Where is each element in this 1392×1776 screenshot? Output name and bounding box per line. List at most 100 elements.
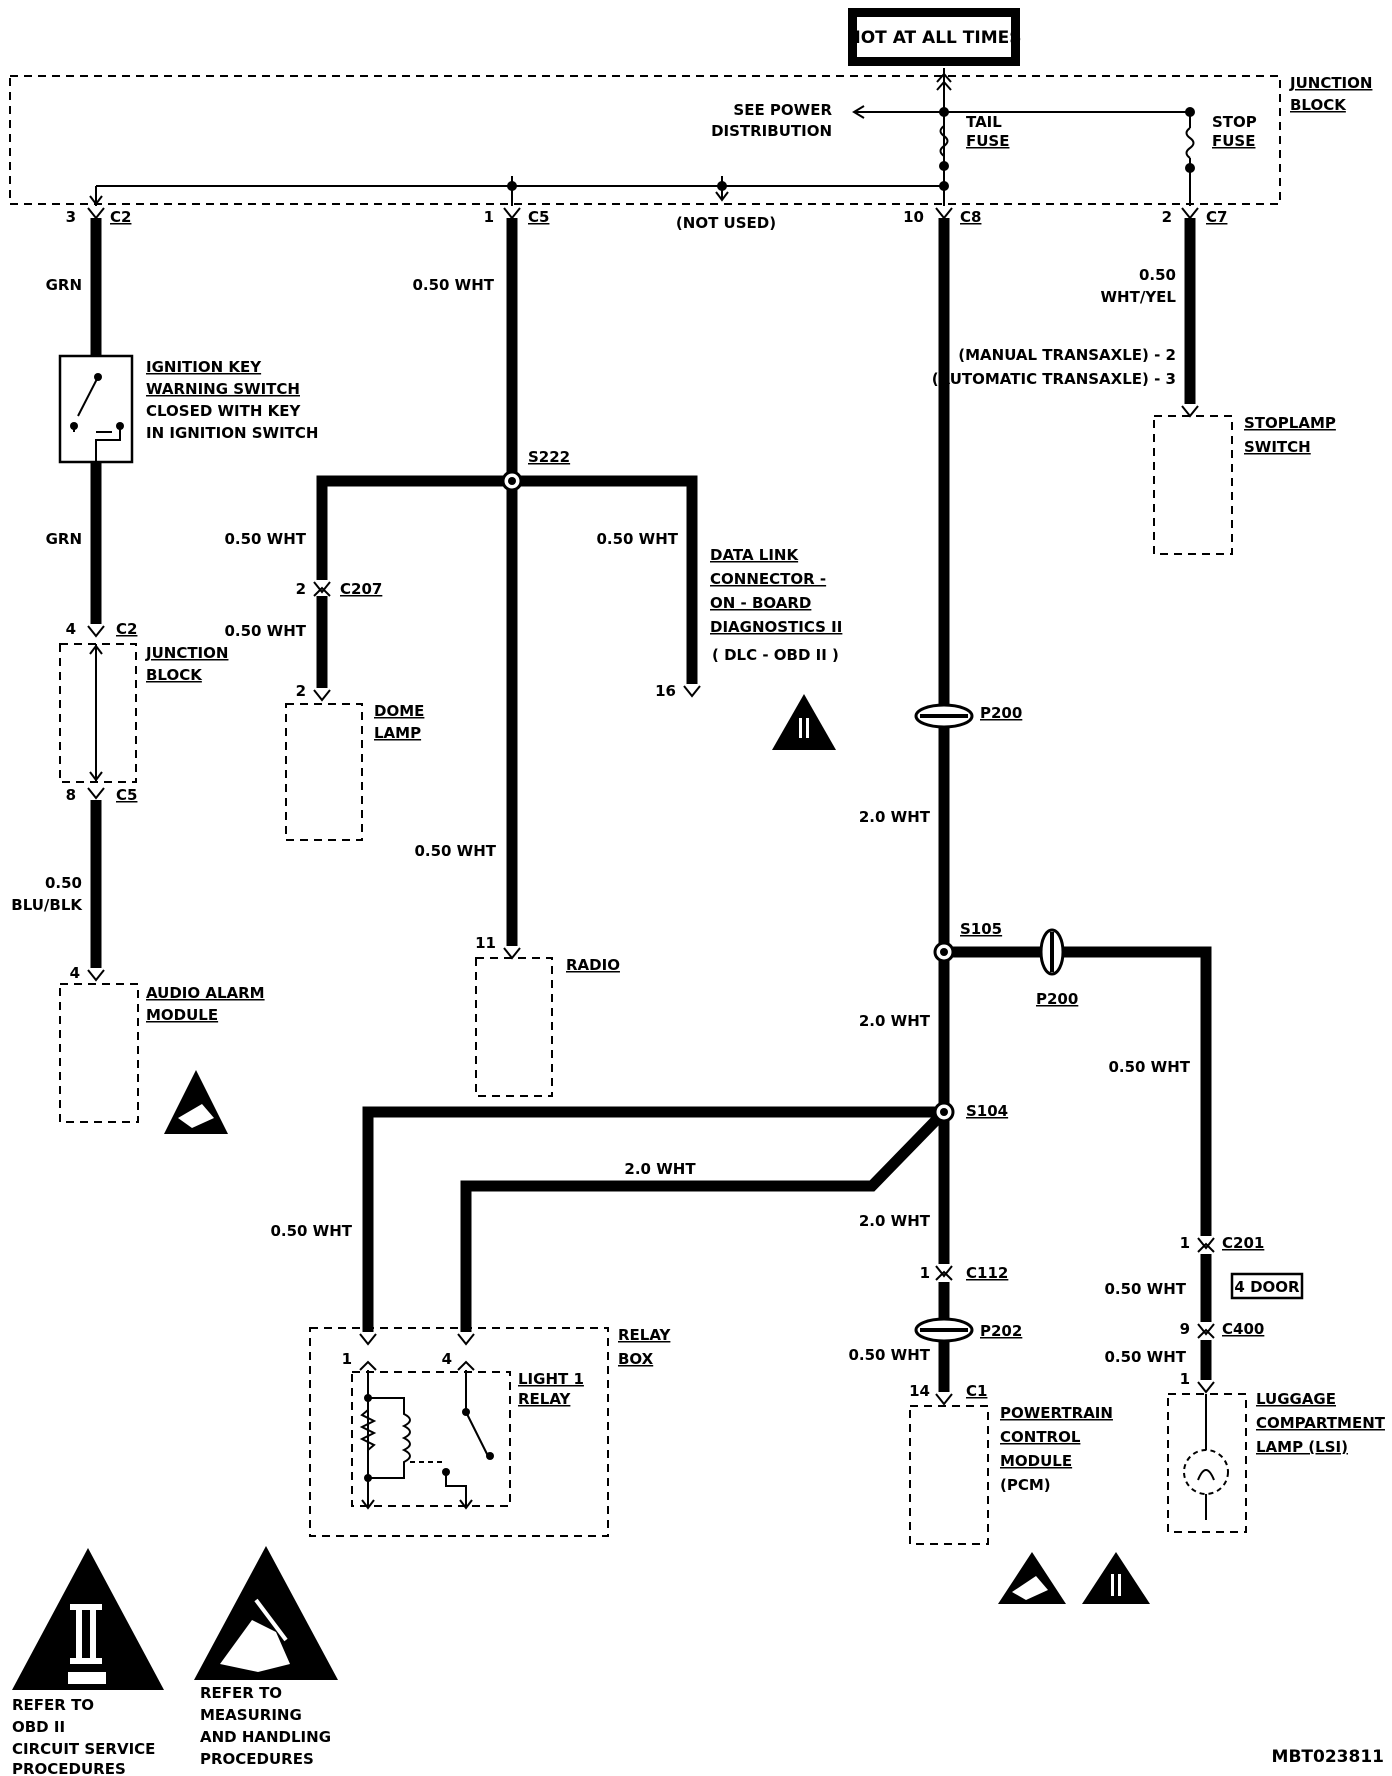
obd-legend-4: PROCEDURES [12, 1760, 126, 1776]
relay-box-label-2: BOX [618, 1350, 654, 1368]
c2-jb-name: C2 [116, 620, 137, 638]
c2-jb-connector [87, 625, 105, 638]
esd-legend-3: AND HANDLING [200, 1728, 331, 1746]
tail-fuse-symbol [939, 125, 949, 157]
dome-pin: 2 [296, 682, 306, 700]
stoplamp-switch [1153, 415, 1233, 555]
wire-dome-label-1: 0.50 WHT [224, 530, 306, 548]
wire-pcm-label: 0.50 WHT [848, 1346, 930, 1364]
jb-mid-arrow-bot [89, 771, 103, 782]
power-label-1: SEE POWER [733, 101, 832, 119]
alarm-connector [87, 969, 105, 982]
figure-id: MBT023811 [1272, 1747, 1384, 1767]
dlc-label-4: DIAGNOSTICS II [710, 618, 842, 636]
c201-name: C201 [1222, 1234, 1264, 1252]
alarm-label-2: MODULE [146, 1006, 218, 1024]
c207-name: C207 [340, 580, 382, 598]
c7-top-pin: 2 [1162, 208, 1172, 226]
tail-fuse-dot [939, 161, 949, 171]
obd-legend-2: OBD II [12, 1718, 65, 1736]
c207-pin: 2 [296, 580, 306, 598]
c400-name: C400 [1222, 1320, 1264, 1338]
relay-switch-out [445, 1472, 467, 1506]
pcm-label-2: CONTROL [1000, 1428, 1081, 1446]
wire-20-b-label: 2.0 WHT [859, 1012, 931, 1030]
relay-box-label-1: RELAY [618, 1326, 672, 1344]
dome-lamp [285, 703, 363, 841]
c112-name: C112 [966, 1264, 1008, 1282]
esd-legend-hand [220, 1620, 290, 1672]
ignition-switch-arm [77, 376, 99, 417]
obd-icon-pcm [1082, 1552, 1150, 1604]
light-relay [351, 1371, 511, 1507]
c7-top-name: C7 [1206, 208, 1227, 226]
obd-legend-icon [12, 1548, 164, 1690]
dome-label-2: LAMP [374, 724, 421, 742]
c5-top-connector [503, 207, 521, 220]
tail-fuse-line2: FUSE [966, 132, 1009, 150]
not-used-arrow [715, 191, 729, 202]
c5-jb-pin: 8 [66, 786, 76, 804]
stop-fuse-symbol [1185, 127, 1195, 159]
feed-arrow [936, 72, 952, 83]
bus-dot-1 [939, 107, 949, 117]
p202-label: P202 [980, 1322, 1022, 1340]
relay-pin1: 1 [342, 1350, 352, 1368]
esd-icon-alarm-hand [178, 1104, 214, 1128]
obd-legend-top [70, 1604, 102, 1610]
transaxle-manual: (MANUAL TRANSAXLE) - 2 [958, 346, 1176, 364]
wire-lsi-label-2: 0.50 WHT [1104, 1280, 1186, 1298]
relay-switch-dot-right [486, 1452, 494, 1460]
tail-fuse-line1: TAIL [966, 113, 1002, 131]
pcm-box [909, 1405, 989, 1545]
pcm-label-1: POWERTRAIN [1000, 1404, 1113, 1422]
s222-splice-core [508, 477, 516, 485]
transaxle-automatic: (AUTOMATIC TRANSAXLE) - 3 [932, 370, 1176, 388]
s222-label: S222 [528, 448, 570, 466]
c2-top-pin: 3 [66, 208, 76, 226]
relay-switch-arm [465, 1411, 489, 1457]
wire-dome-label-2: 0.50 WHT [224, 622, 306, 640]
c8-top-name: C8 [960, 208, 981, 226]
stoplamp-label-2: SWITCH [1244, 438, 1311, 456]
power-arrow [852, 105, 865, 119]
lsi-label-1: LUGGAGE [1256, 1390, 1336, 1408]
dome-connector [313, 689, 331, 702]
esd-legend-finger [254, 1598, 288, 1642]
c112-connector [935, 1265, 953, 1281]
light-relay-label-1: LIGHT 1 [518, 1370, 584, 1388]
wire-lsi-branch [944, 946, 1212, 1236]
stop-fuse-dot [1185, 163, 1195, 173]
s104-splice-core [940, 1108, 948, 1116]
p200b-label: P200 [1036, 990, 1078, 1008]
dlc-label-3: ON - BOARD [710, 594, 811, 612]
audio-alarm-module [59, 983, 139, 1123]
esd-legend-4: PROCEDURES [200, 1750, 314, 1768]
relay-bottom-term-2 [459, 1499, 473, 1510]
c2-top-name: C2 [110, 208, 131, 226]
dlc-label-1: DATA LINK [710, 546, 799, 564]
four-door-box [1230, 1272, 1304, 1300]
wire-grn-1-label: GRN [46, 276, 82, 294]
radio-box [475, 957, 553, 1097]
obd-legend-bar2 [90, 1610, 96, 1658]
wire-wht-yel-label-2: WHT/YEL [1101, 288, 1177, 306]
c5-top-pin: 1 [484, 208, 494, 226]
pcm-label-3: MODULE [1000, 1452, 1072, 1470]
luggage-lamp-box [1167, 1393, 1247, 1533]
wire-grn-2-label: GRN [46, 530, 82, 548]
obd-legend-bottom [70, 1658, 102, 1664]
s105-splice-core [940, 948, 948, 956]
ignition-switch-link [73, 426, 121, 462]
c5-jb-name: C5 [116, 786, 137, 804]
lsi-connector [1197, 1381, 1215, 1394]
relay-pin1-connector [359, 1333, 377, 1371]
lsi-label-2: COMPARTMENT [1256, 1414, 1386, 1432]
c7-top-connector [1181, 207, 1199, 220]
wire-20-c-label: 2.0 WHT [859, 1212, 931, 1230]
c201-connector [1197, 1237, 1215, 1253]
feed-arrow-2 [936, 80, 952, 91]
stop-fuse-line1: STOP [1212, 113, 1257, 131]
c1-name: C1 [966, 1382, 987, 1400]
wire-radio-label: 0.50 WHT [414, 842, 496, 860]
